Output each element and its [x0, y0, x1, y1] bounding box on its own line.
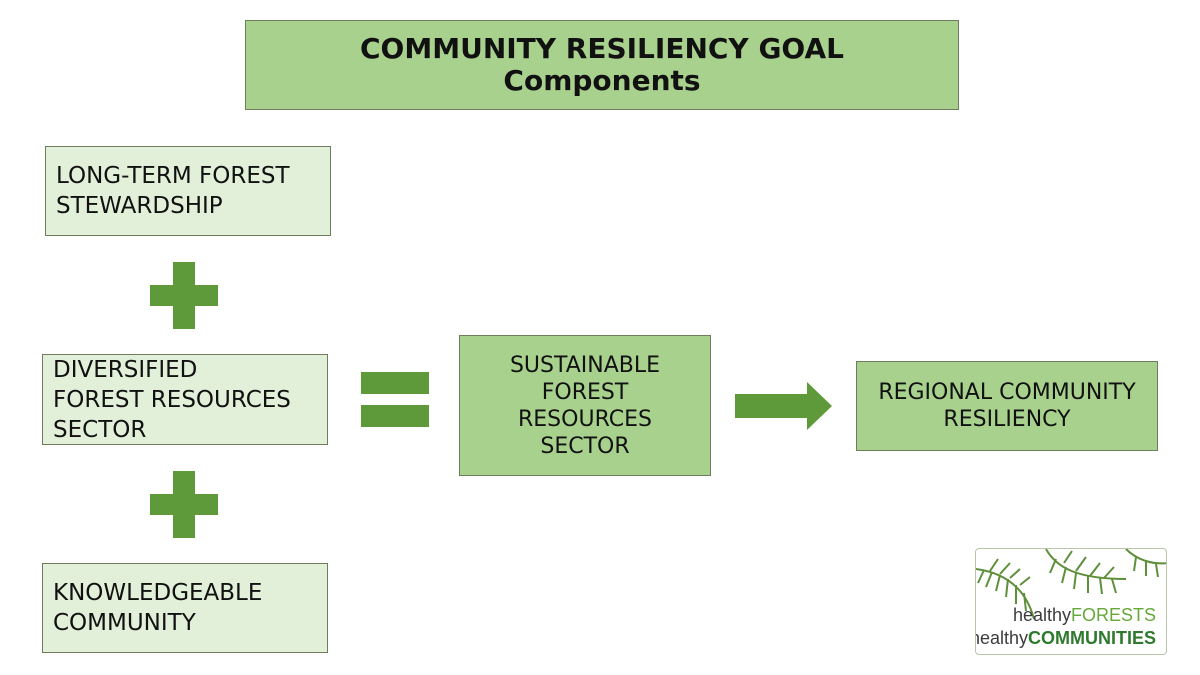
diagram-title: COMMUNITY RESILIENCY GOAL Components — [245, 20, 959, 110]
logo-line2-upper: COMMUNITIES — [1028, 628, 1156, 648]
regional-box: REGIONAL COMMUNITY RESILIENCY — [856, 361, 1158, 451]
healthy-forests-logo: healthyFORESTS healthyCOMMUNITIES — [975, 548, 1167, 655]
plus-icon — [150, 262, 218, 329]
sustainable-box: SUSTAINABLE FOREST RESOURCES SECTOR — [459, 335, 711, 476]
diversified-box: DIVERSIFIED FOREST RESOURCES SECTOR — [42, 354, 328, 445]
title-line-2: Components — [503, 64, 701, 97]
logo-line1-upper: FORESTS — [1070, 605, 1156, 625]
logo-line2-lower: healthy — [975, 628, 1028, 648]
plus-icon — [150, 471, 218, 538]
knowledgeable-box: KNOWLEDGEABLE COMMUNITY — [42, 563, 328, 653]
equals-icon — [361, 372, 429, 427]
logo-line1-lower: healthy — [1012, 605, 1071, 625]
title-line-1: COMMUNITY RESILIENCY GOAL — [360, 32, 844, 65]
stewardship-box: LONG-TERM FOREST STEWARDSHIP — [45, 146, 331, 236]
pine-branch-icon — [976, 549, 1166, 620]
arrow-right-icon — [735, 382, 832, 430]
